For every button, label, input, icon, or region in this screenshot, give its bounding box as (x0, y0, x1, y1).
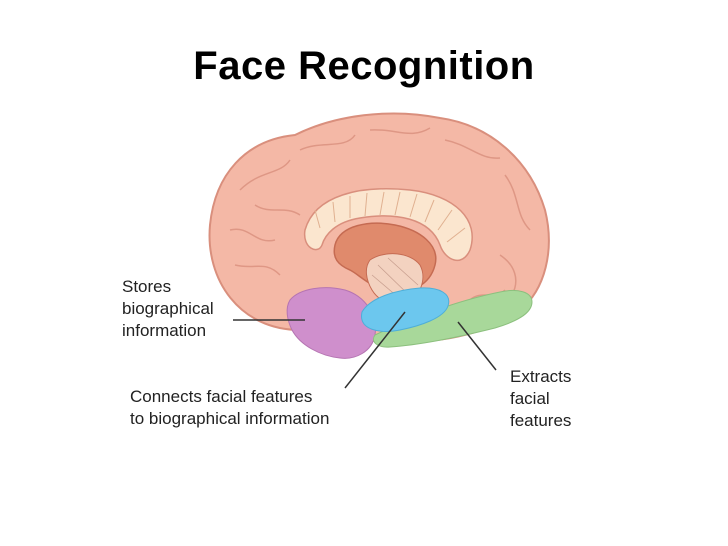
pointer-line-bottom (344, 311, 406, 389)
label-connects-facial-features: Connects facial features to biographical… (130, 387, 330, 428)
corpus-callosum (303, 188, 473, 262)
page-title: Face Recognition (193, 44, 535, 88)
label-extracts-facial-features: Extracts facial features (510, 367, 572, 430)
anterior-temporal-region (286, 287, 376, 359)
label-stores-biographical-information: Stores biographical information (122, 277, 214, 340)
callosum-striations (314, 191, 466, 243)
medial-temporal-region (361, 287, 450, 332)
fusiform-region (373, 289, 533, 348)
pointer-line-right (457, 321, 497, 371)
